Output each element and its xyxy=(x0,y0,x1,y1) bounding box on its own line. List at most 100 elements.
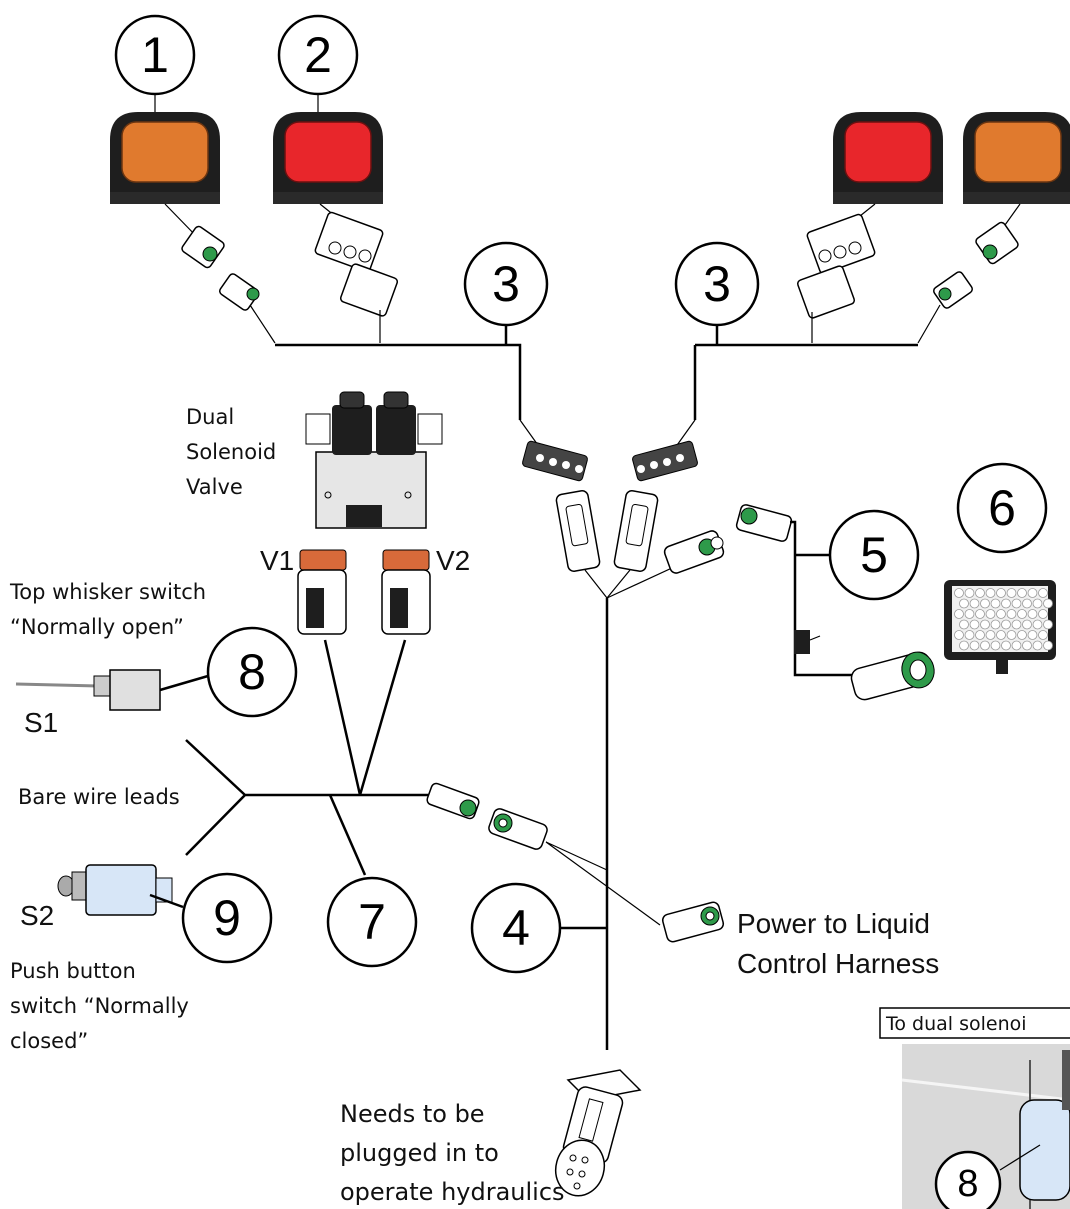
solenoid-valve-icon xyxy=(305,391,443,529)
needs-plugged-label-line2: plugged in to xyxy=(340,1139,499,1167)
s1-label: S1 xyxy=(24,707,58,738)
s2-label: S2 xyxy=(20,900,54,931)
svg-text:3: 3 xyxy=(492,256,520,312)
led-cell xyxy=(985,588,996,598)
led-cell xyxy=(990,640,1001,651)
led-cell xyxy=(1032,640,1043,651)
dual-solenoid-label-line2: Solenoid xyxy=(186,440,276,464)
led-cell xyxy=(1011,640,1022,651)
v1-label: V1 xyxy=(260,545,294,576)
led-cell xyxy=(1001,619,1011,630)
led-cell xyxy=(959,619,969,630)
power-label-line1: Power to Liquid xyxy=(737,908,930,939)
led-cell xyxy=(1022,640,1032,651)
led-cell xyxy=(975,630,985,640)
valve-leads-wire xyxy=(323,639,407,796)
svg-text:8: 8 xyxy=(238,644,266,700)
led-cell xyxy=(996,630,1006,640)
led-cell xyxy=(980,619,990,630)
led-cell xyxy=(1032,598,1043,609)
push-button-switch-icon xyxy=(57,864,173,916)
led-cell xyxy=(1022,619,1032,630)
led-cell xyxy=(954,609,964,619)
led-cell xyxy=(980,598,990,609)
led-cell xyxy=(954,588,964,598)
deutsch-connector-icon xyxy=(297,549,347,635)
callout-2: 2 xyxy=(277,14,359,96)
led-cell xyxy=(1027,630,1038,640)
led-cell xyxy=(1038,609,1048,619)
red-lamp-icon xyxy=(273,112,383,204)
led-cell xyxy=(1027,609,1038,619)
weatherpack-connector-icon xyxy=(164,203,276,344)
led-cell xyxy=(980,640,990,651)
red-lamp-icon xyxy=(833,112,943,204)
dual-solenoid-label-line1: Dual xyxy=(186,405,234,429)
led-cell xyxy=(985,630,996,640)
led-cell xyxy=(1038,630,1048,640)
whisker-switch-icon xyxy=(1019,1050,1070,1201)
weatherpack-connector-icon xyxy=(314,203,399,343)
led-cell xyxy=(964,588,975,598)
amber-lamp-icon xyxy=(963,112,1070,204)
led-cell xyxy=(1006,630,1017,640)
weatherpack-connector-icon xyxy=(661,901,725,943)
work-light-wire xyxy=(790,520,855,677)
svg-text:2: 2 xyxy=(304,27,332,83)
trailer-plug-icon xyxy=(554,1069,642,1197)
callout-3-right: 3 xyxy=(674,241,760,327)
led-cell xyxy=(1043,619,1053,630)
led-cell xyxy=(990,619,1001,630)
weatherpack-connector-icon xyxy=(488,808,548,850)
led-cell xyxy=(969,598,980,609)
svg-text:9: 9 xyxy=(213,890,241,946)
led-cell xyxy=(1022,598,1032,609)
svg-text:5: 5 xyxy=(860,527,888,583)
right-lamp-harness-wire xyxy=(693,343,918,420)
led-cell xyxy=(975,609,985,619)
led-cell xyxy=(975,588,985,598)
trunk-fanout xyxy=(584,569,631,599)
weatherpack-connector-icon xyxy=(735,504,793,542)
push-button-label-line2: switch “Normally xyxy=(10,994,189,1018)
top-whisker-label-line2: “Normally open” xyxy=(10,615,184,639)
weatherpack-connector-icon xyxy=(426,782,480,820)
weatherpack-connector-icon xyxy=(663,530,725,574)
callout-8-inset: 8 xyxy=(957,1163,978,1205)
led-cell xyxy=(1001,598,1011,609)
led-cell xyxy=(1032,619,1043,630)
callout-8-leader xyxy=(159,674,209,692)
callout-7: 7 xyxy=(326,876,418,968)
bare-wire-leads xyxy=(185,739,430,856)
needs-plugged-label-line3: operate hydraulics xyxy=(340,1178,565,1206)
callout-3-left: 3 xyxy=(463,241,549,327)
led-cell xyxy=(1043,598,1053,609)
weatherpack-connector-icon xyxy=(632,419,698,482)
svg-text:4: 4 xyxy=(502,900,530,956)
power-label-line2: Control Harness xyxy=(737,948,939,979)
led-cell xyxy=(1006,609,1017,619)
led-cell xyxy=(985,609,996,619)
led-cell xyxy=(959,640,969,651)
led-cell xyxy=(1017,630,1027,640)
led-cell xyxy=(996,609,1006,619)
deutsch-connector-icon xyxy=(381,549,431,635)
callout-7-leader xyxy=(328,794,367,876)
led-cell xyxy=(1001,640,1011,651)
led-cell xyxy=(1038,588,1048,598)
led-cell xyxy=(1027,588,1038,598)
led-cell xyxy=(959,598,969,609)
bare-wire-leads-label: Bare wire leads xyxy=(18,785,180,809)
power-branch-wire xyxy=(545,841,661,926)
callout-9: 9 xyxy=(181,872,273,964)
led-cell xyxy=(1017,609,1027,619)
push-button-label-line3: closed” xyxy=(10,1029,88,1053)
v2-label: V2 xyxy=(436,545,470,576)
weatherpack-connector-icon xyxy=(796,203,876,343)
svg-text:3: 3 xyxy=(703,256,731,312)
led-cell xyxy=(990,598,1001,609)
callout-5: 5 xyxy=(828,509,920,601)
inset-panel: To dual solenoi 8 xyxy=(879,1007,1070,1209)
weatherpack-connector-icon xyxy=(917,203,1021,344)
